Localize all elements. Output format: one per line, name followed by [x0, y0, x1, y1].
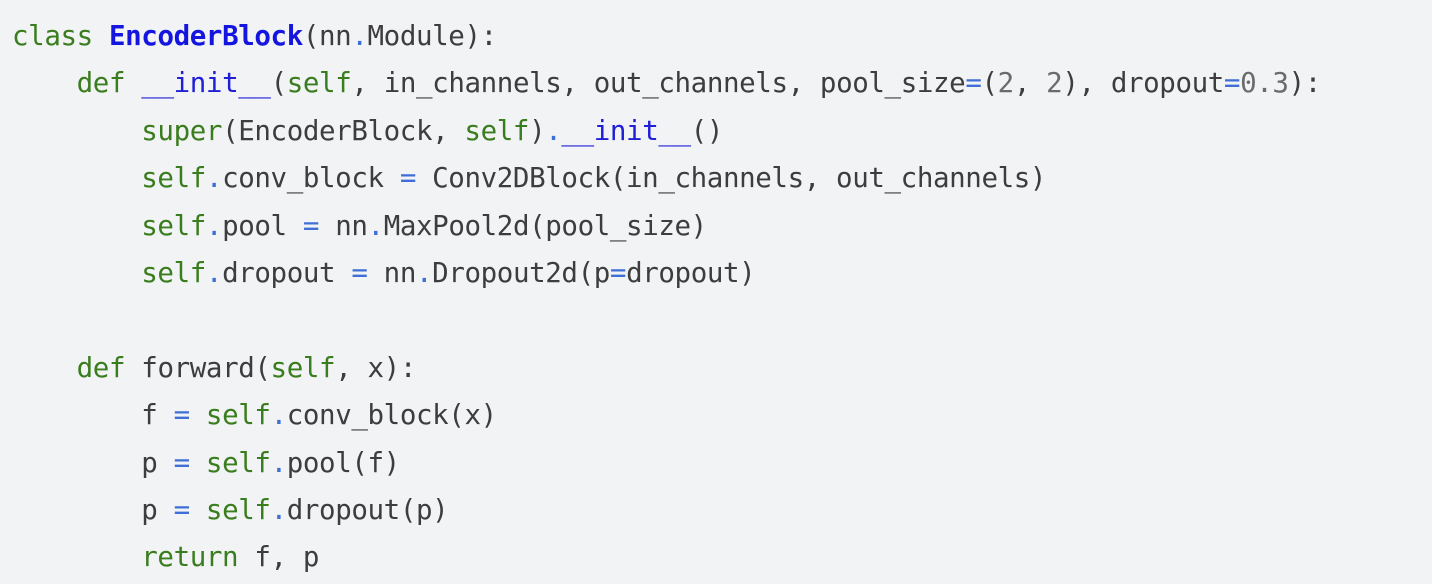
code-token: =: [173, 446, 191, 479]
code-token: conv_block(x): [286, 399, 497, 432]
code-line: class EncoderBlock(nn.Module):: [12, 13, 1432, 60]
code-line: self.dropout = nn.Dropout2d(p=dropout): [12, 250, 1432, 297]
code-token: conv_block: [222, 162, 400, 195]
code-token: ), dropout: [1062, 67, 1224, 100]
code-token: .: [205, 256, 223, 289]
code-token: def: [76, 67, 126, 100]
code-token: 0.3: [1240, 67, 1289, 100]
code-line: self.pool = nn.MaxPool2d(pool_size): [12, 203, 1432, 250]
code-token: ):: [1288, 67, 1322, 100]
code-token: nn: [367, 256, 417, 289]
code-token: self: [286, 67, 352, 100]
code-token: self: [141, 256, 206, 289]
code-token: self: [205, 446, 271, 479]
code-token: EncoderBlock: [108, 20, 303, 52]
code-token: =: [399, 162, 417, 195]
code-token: [12, 541, 141, 573]
code-token: .: [351, 20, 368, 52]
code-token: .: [270, 399, 288, 432]
code-token: [12, 162, 141, 194]
code-token: return: [141, 541, 239, 574]
code-token: 2: [997, 67, 1015, 100]
code-token: f: [12, 399, 174, 432]
code-token: ,: [1013, 67, 1047, 100]
code-token: self: [464, 114, 530, 147]
code-line: self.conv_block = Conv2DBlock(in_channel…: [12, 155, 1432, 202]
code-token: __init__: [561, 114, 691, 147]
code-token: , in_channels, out_channels, pool_size: [351, 67, 966, 100]
code-token: [125, 67, 141, 99]
code-token: [190, 399, 206, 431]
code-token: forward(: [125, 351, 271, 384]
code-token: =: [965, 67, 982, 100]
code-token: pool(f): [286, 446, 401, 479]
code-token: [12, 257, 141, 289]
code-token: self: [141, 209, 206, 242]
code-token: .: [270, 446, 288, 479]
code-token: pool: [222, 209, 303, 242]
code-token: (: [270, 67, 288, 100]
code-token: dropout): [626, 256, 756, 289]
code-token: class: [12, 20, 93, 52]
code-token: [93, 20, 109, 52]
code-token: Conv2DBlock(in_channels, out_channels): [415, 162, 1047, 195]
code-token: (: [981, 67, 999, 100]
code-line: def __init__(self, in_channels, out_chan…: [12, 60, 1432, 107]
code-token: nn: [319, 209, 368, 242]
code-token: , x):: [335, 351, 416, 384]
code-line: return f, p: [12, 534, 1432, 581]
code-line: [12, 297, 1432, 344]
code-token: (nn: [302, 20, 352, 52]
code-line: f = self.conv_block(x): [12, 392, 1432, 439]
code-token: dropout(p): [286, 493, 449, 526]
code-token: self: [205, 399, 271, 432]
code-line: p = self.dropout(p): [12, 487, 1432, 534]
code-token: p: [12, 493, 174, 526]
code-token: .: [545, 114, 562, 147]
code-listing: class EncoderBlock(nn.Module): def __ini…: [12, 13, 1432, 582]
code-token: __init__: [141, 67, 271, 100]
code-token: [12, 352, 77, 384]
code-token: self: [205, 493, 271, 526]
code-token: super: [141, 114, 223, 147]
code-token: [12, 67, 77, 99]
code-token: .: [270, 493, 288, 526]
code-line: p = self.pool(f): [12, 440, 1432, 487]
code-line: def forward(self, x):: [12, 345, 1432, 392]
code-token: (): [690, 114, 724, 147]
code-token: .: [416, 256, 433, 289]
code-token: MaxPool2d(pool_size): [383, 209, 708, 242]
code-token: .: [205, 209, 223, 242]
code-token: =: [351, 256, 368, 289]
code-token: =: [1223, 67, 1241, 100]
code-token: self: [141, 162, 206, 195]
code-token: p: [12, 446, 174, 479]
code-token: [12, 115, 141, 147]
code-token: =: [173, 399, 191, 432]
code-line: super(EncoderBlock, self).__init__(): [12, 108, 1432, 155]
code-token: dropout: [222, 256, 352, 289]
code-token: 2: [1046, 67, 1063, 100]
code-token: =: [302, 209, 320, 242]
code-token: Dropout2d(p: [432, 256, 610, 289]
code-token: (EncoderBlock,: [222, 114, 465, 147]
code-token: [190, 447, 206, 479]
code-token: [12, 210, 141, 242]
code-token: [190, 494, 206, 526]
code-token: def: [76, 351, 126, 384]
code-token: self: [270, 351, 336, 384]
code-token: =: [173, 493, 191, 526]
code-token: ): [529, 114, 546, 147]
code-token: f, p: [238, 541, 320, 574]
code-token: .: [367, 209, 385, 242]
code-token: Module):: [367, 20, 498, 52]
code-token: =: [609, 256, 627, 289]
code-token: .: [205, 162, 223, 195]
